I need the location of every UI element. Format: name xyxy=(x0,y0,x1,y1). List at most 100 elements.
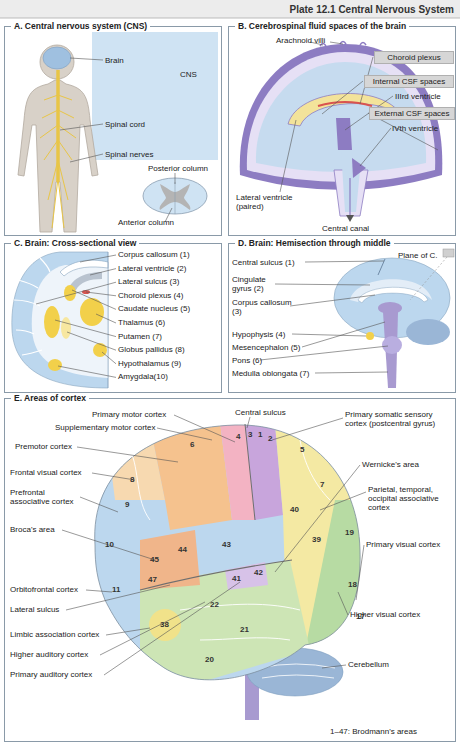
part-label: Prefrontal associative cortex xyxy=(10,488,85,506)
leader-lines xyxy=(60,58,175,222)
part-label: Amygdala(10) xyxy=(118,372,168,381)
title-bar xyxy=(0,0,460,18)
part-label: Lateral sulcus xyxy=(10,605,59,614)
cortex-regions xyxy=(110,425,165,500)
part-label: Premotor cortex xyxy=(15,442,72,451)
part-label: Spinal cord xyxy=(105,120,145,129)
part-label: Choroid plexus (4) xyxy=(118,291,183,300)
cortex-regions xyxy=(225,562,268,590)
leader-lines xyxy=(104,582,240,675)
csf-spaces-illustration xyxy=(349,178,350,216)
leader-lines xyxy=(302,322,385,347)
part-label: Globus pallidus (8) xyxy=(118,345,185,354)
part-label: IIIrd ventricle xyxy=(395,92,441,101)
leader-lines xyxy=(96,314,116,323)
brodmann-number: 41 xyxy=(232,574,241,583)
cns-body-illustration xyxy=(18,32,218,232)
brodmann-number: 8 xyxy=(130,475,134,484)
leader-lines xyxy=(80,255,116,262)
leader-lines xyxy=(66,585,170,610)
leader-lines xyxy=(175,173,176,184)
sagittal-brain-illustration xyxy=(378,259,385,275)
leader-lines xyxy=(100,602,205,655)
part-label: Spinal nerves xyxy=(105,150,153,159)
leader-lines xyxy=(58,366,116,377)
brodmann-number: 22 xyxy=(210,600,219,609)
part-label: Putamen (7) xyxy=(118,332,162,341)
panel-heading: C. Brain: Cross-sectional view xyxy=(11,238,139,249)
brodmann-number: 39 xyxy=(312,535,321,544)
title-bar xyxy=(0,0,460,18)
part-label: Thalamus (6) xyxy=(118,318,165,327)
sagittal-brain-illustration xyxy=(382,336,402,354)
brodmann-number: 6 xyxy=(190,440,194,449)
coronal-section-illustration xyxy=(32,265,108,378)
sagittal-brain-illustration xyxy=(334,249,454,388)
box-text: Choroid plexus xyxy=(375,52,453,63)
part-label: Hypophysis (4) xyxy=(232,330,285,339)
leader-lines xyxy=(260,261,388,373)
cortex-areas-illustration xyxy=(245,424,255,520)
part-label: Posterior column xyxy=(148,164,208,173)
leader-lines xyxy=(247,417,250,428)
part-label: IVth ventricle xyxy=(392,124,438,133)
part-label: Limbic association cortex xyxy=(10,630,99,639)
cns-body-illustration xyxy=(92,32,218,160)
csf-spaces-illustration xyxy=(336,118,352,150)
sagittal-brain-illustration xyxy=(358,287,428,303)
brodmann-number: 21 xyxy=(240,625,249,634)
brodmann-number: 4 xyxy=(236,432,240,441)
coronal-section-illustration xyxy=(64,285,76,301)
leader-lines xyxy=(356,545,364,600)
part-label: Higher auditory cortex xyxy=(10,650,88,659)
leader-lines xyxy=(320,492,366,510)
part-label: Cingulate gyrus (2) xyxy=(232,275,280,293)
label-box: Internal CSF spaces xyxy=(364,75,454,88)
leader-lines xyxy=(36,282,116,304)
brodmann-number: 18 xyxy=(348,580,357,589)
leader-lines xyxy=(92,473,135,480)
brodmann-number: 47 xyxy=(148,575,157,584)
part-label: Lateral sulcus (3) xyxy=(118,277,179,286)
part-label: Primary visual cortex xyxy=(366,540,440,549)
leader-lines xyxy=(62,415,366,675)
title-bar xyxy=(0,18,460,19)
leader-lines xyxy=(305,261,384,262)
part-label: Primary auditory cortex xyxy=(10,670,92,679)
box-text: External CSF spaces xyxy=(370,108,454,119)
part-label: Anterior column xyxy=(118,218,174,227)
leader-lines xyxy=(86,590,112,592)
cortex-regions xyxy=(305,500,370,650)
cortex-areas-illustration xyxy=(95,422,370,720)
cortex-regions xyxy=(149,609,181,641)
coronal-section-illustration xyxy=(61,317,71,339)
leader-lines xyxy=(275,284,370,285)
leader-lines xyxy=(77,447,178,462)
part-label: CNS xyxy=(180,70,197,79)
part-label: Central sulcus (1) xyxy=(232,258,295,267)
brodmann-number: 9 xyxy=(125,500,129,509)
part-label: Cerebellum xyxy=(348,660,389,669)
panel-frame: C. Brain: Cross-sectional view xyxy=(4,243,222,393)
cortex-regions xyxy=(140,530,200,590)
sagittal-brain-illustration xyxy=(443,249,454,257)
leader-lines xyxy=(86,292,116,296)
leader-lines xyxy=(338,592,348,615)
cortex-regions xyxy=(110,422,370,700)
part-label: Parietal, temporal, occipital associativ… xyxy=(368,485,456,512)
panel-heading: B. Cerebrospinal fluid spaces of the bra… xyxy=(235,21,409,32)
part-label: Corpus callosum (3) xyxy=(232,298,292,316)
leader-lines xyxy=(36,255,116,377)
leader-lines xyxy=(157,428,212,440)
part-label: 1–47: Brodmann's areas xyxy=(330,727,417,736)
panel-heading: E. Areas of cortex xyxy=(11,393,89,404)
part-label: Wernicke's area xyxy=(362,460,419,469)
brodmann-number: 44 xyxy=(178,545,187,554)
leader-lines xyxy=(55,320,116,337)
part-label: Supplementary motor cortex xyxy=(55,423,156,432)
leader-lines xyxy=(174,415,235,442)
brodmann-number: 19 xyxy=(345,528,354,537)
brodmann-number: 20 xyxy=(205,655,214,664)
brodmann-number: 2 xyxy=(268,434,272,443)
part-label: Plane of C. xyxy=(398,251,438,260)
